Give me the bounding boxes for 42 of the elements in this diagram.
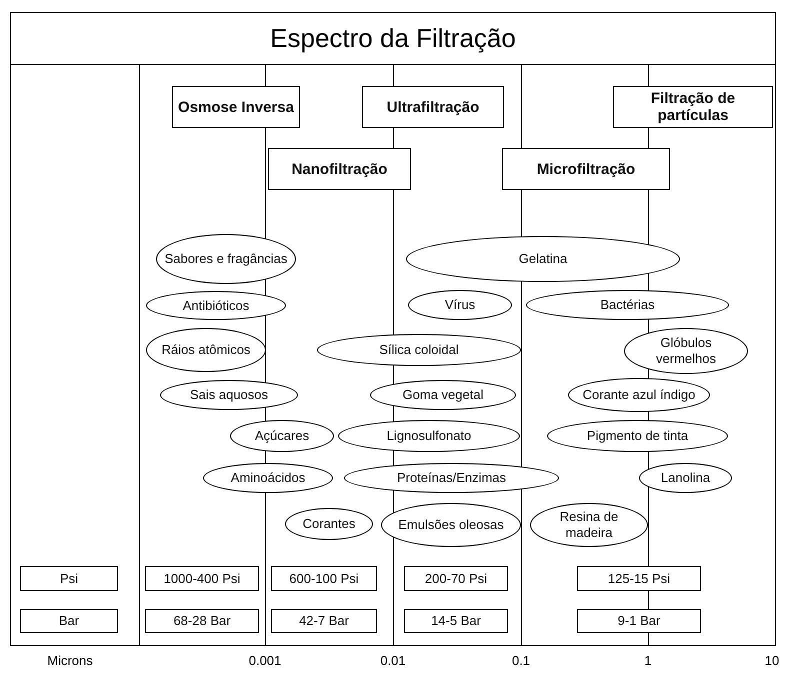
pressure-box: 14-5 Bar: [404, 609, 508, 633]
pressure-box: 125-15 Psi: [577, 566, 701, 591]
pressure-box: 200-70 Psi: [404, 566, 508, 591]
particle-ellipse: Resina de madeira: [530, 503, 648, 547]
pressure-box: 600-100 Psi: [271, 566, 377, 591]
particle-ellipse: Antibióticos: [146, 291, 286, 320]
axis-label: 10: [764, 653, 780, 668]
particle-ellipse: Proteínas/Enzimas: [344, 463, 559, 493]
process-box: Ultrafiltração: [362, 86, 504, 128]
particle-ellipse: Ráios atômicos: [146, 328, 266, 372]
particle-ellipse: Sabores e fragâncias: [156, 234, 296, 284]
particle-ellipse: Glóbulos vermelhos: [624, 328, 748, 374]
particle-ellipse: Goma vegetal: [370, 380, 516, 410]
axis-label: 0.01: [380, 653, 406, 668]
pressure-box: 68-28 Bar: [145, 609, 259, 633]
axis-label: 0.1: [512, 653, 530, 668]
particle-ellipse: Corante azul índigo: [568, 378, 710, 412]
particle-ellipse: Vírus: [408, 290, 512, 320]
pressure-box: 1000-400 Psi: [145, 566, 259, 591]
title: Espectro da Filtração: [270, 23, 516, 54]
axis-label: 1: [644, 653, 652, 668]
pressure-box: Bar: [20, 609, 118, 633]
particle-ellipse: Açúcares: [230, 420, 334, 452]
particle-ellipse: Gelatina: [406, 236, 680, 282]
particle-ellipse: Sílica coloidal: [317, 334, 521, 366]
axis-label: 0.001: [248, 653, 282, 668]
particle-ellipse: Sais aquosos: [160, 380, 298, 410]
particle-ellipse: Aminoácidos: [203, 463, 333, 493]
process-box: Filtração de partículas: [613, 86, 773, 128]
process-box: Nanofiltração: [268, 148, 411, 190]
particle-ellipse: Corantes: [285, 508, 373, 540]
process-box: Osmose Inversa: [172, 86, 300, 128]
pressure-box: 9-1 Bar: [577, 609, 701, 633]
process-box: Microfiltração: [502, 148, 670, 190]
axis-label: Microns: [47, 653, 93, 668]
particle-ellipse: Bactérias: [526, 290, 729, 320]
particle-ellipse: Lanolina: [639, 463, 732, 493]
particle-ellipse: Lignosulfonato: [338, 420, 520, 452]
particle-ellipse: Emulsões oleosas: [381, 503, 521, 547]
pressure-box: 42-7 Bar: [271, 609, 377, 633]
pressure-box: Psi: [20, 566, 118, 591]
particle-ellipse: Pigmento de tinta: [547, 420, 728, 452]
